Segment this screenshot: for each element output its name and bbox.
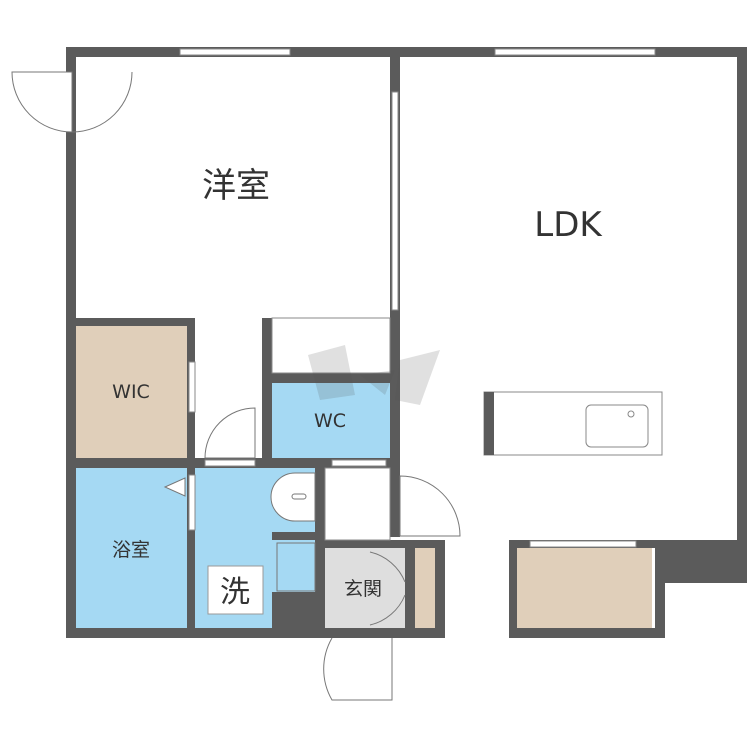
storage-room bbox=[517, 548, 652, 628]
windows bbox=[179, 48, 656, 548]
room-label-entrance: 玄関 bbox=[344, 578, 382, 600]
washroom-label-box bbox=[207, 565, 264, 615]
washbasin bbox=[270, 472, 316, 522]
wc-floor bbox=[272, 383, 390, 458]
kitchen-counter bbox=[483, 391, 663, 456]
doors[interactable] bbox=[11, 71, 461, 701]
watermark-logo bbox=[308, 345, 440, 405]
bathroom-floor bbox=[76, 468, 187, 628]
room-label-washroom: 洗 bbox=[220, 575, 250, 610]
wic-floor bbox=[76, 326, 187, 458]
room-label-bathroom: 浴室 bbox=[112, 539, 150, 561]
room-label-wc: WC bbox=[314, 410, 346, 432]
shoe-closet bbox=[415, 548, 435, 628]
cabinet bbox=[324, 467, 391, 541]
room-label-ldk: LDK bbox=[534, 205, 603, 245]
entrance-floor bbox=[325, 548, 405, 628]
room-label-wic: WIC bbox=[112, 381, 150, 403]
room-label-western-room: 洋室 bbox=[202, 166, 270, 206]
closet bbox=[271, 317, 391, 374]
washing-machine-space bbox=[276, 542, 316, 592]
